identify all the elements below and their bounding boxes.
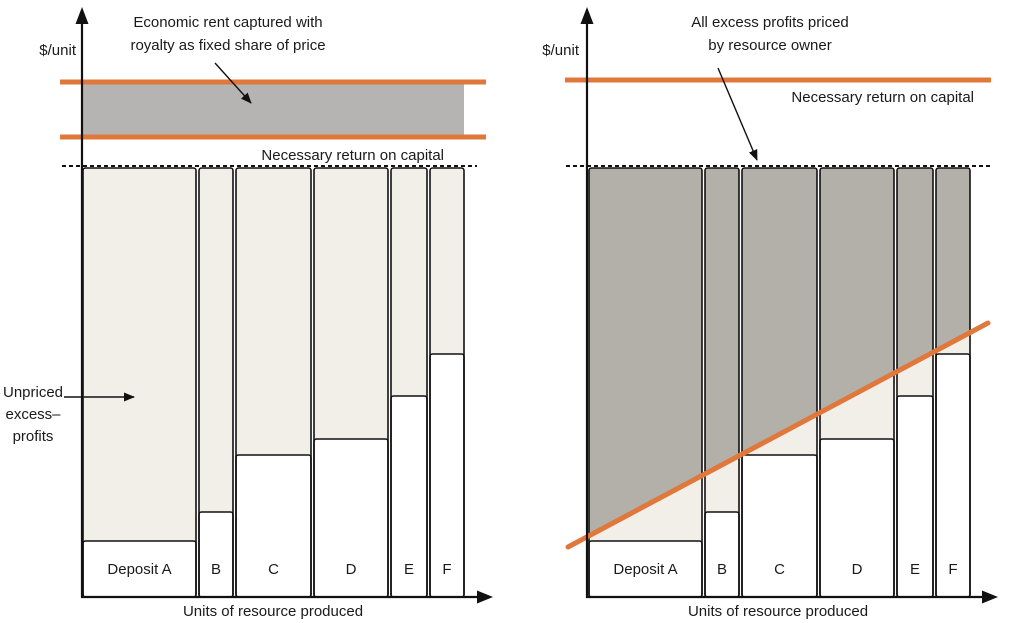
unpriced-label-line1: Unpriced <box>2 384 64 401</box>
left-y-axis-label: $/unit <box>39 42 76 59</box>
bar-label-right-b: B <box>716 561 727 578</box>
left-x-axis-label: Units of resource produced <box>182 603 364 620</box>
bar-label-left-b: B <box>210 561 221 578</box>
unpriced-label-line3: profits <box>12 428 54 445</box>
bar-label-left-e: E <box>403 561 414 578</box>
bar-label-right-d: D <box>851 561 863 578</box>
bar-label-left-f: F <box>442 561 452 578</box>
priced-excess-profit-region <box>742 168 817 455</box>
left-chart-title-line1: Economic rent captured with <box>133 14 323 31</box>
bar-label-right-e: E <box>909 561 920 578</box>
unpriced-label-line2: excess– <box>5 406 61 423</box>
annotation-arrow <box>214 62 252 104</box>
left-chart-title-line2: royalty as fixed share of price <box>130 37 326 54</box>
priced-excess-profit-region <box>897 168 933 372</box>
bar-label-left-c: C <box>268 561 279 578</box>
extraction-cost-bar <box>198 511 234 598</box>
unpriced-excess-profits-label: Unpriced excess– profits <box>0 382 66 448</box>
extraction-cost-bar <box>704 511 740 598</box>
left-chart-title: Economic rent captured with royalty as f… <box>102 11 354 57</box>
x-axis-arrowhead-icon <box>477 590 493 604</box>
right-chart-title-line2: by resource owner <box>708 37 832 54</box>
priced-excess-profit-region <box>820 168 894 413</box>
right-x-axis-label: Units of resource produced <box>687 603 869 620</box>
y-axis-arrowhead-icon <box>580 7 594 24</box>
royalty-band <box>83 82 464 137</box>
owner-price-line <box>565 320 991 550</box>
annotation-arrow <box>717 67 758 161</box>
bar-label-right-c: C <box>774 561 785 578</box>
priced-excess-profit-region <box>936 168 970 351</box>
right-y-axis-label: $/unit <box>542 42 579 59</box>
right-chart-title: All excess profits priced by resource ow… <box>649 11 891 57</box>
left-necessary-return-label: Necessary return on capital <box>261 147 444 164</box>
bar-label-right-f: F <box>948 561 958 578</box>
deposit-bar-fill <box>199 168 233 597</box>
right-chart-title-line1: All excess profits priced <box>691 14 849 31</box>
bar-label-right-deposit-a: Deposit A <box>613 561 678 578</box>
deposit-bar-fill <box>83 168 196 597</box>
x-axis-arrowhead-icon <box>982 590 998 604</box>
right-necessary-return-label: Necessary return on capital <box>791 89 974 106</box>
priced-excess-profit-region <box>589 168 702 536</box>
bar-label-left-d: D <box>345 561 357 578</box>
bar-label-left-deposit-a: Deposit A <box>107 561 172 578</box>
priced-excess-profit-region <box>705 168 739 474</box>
y-axis-arrowhead-icon <box>75 7 89 24</box>
